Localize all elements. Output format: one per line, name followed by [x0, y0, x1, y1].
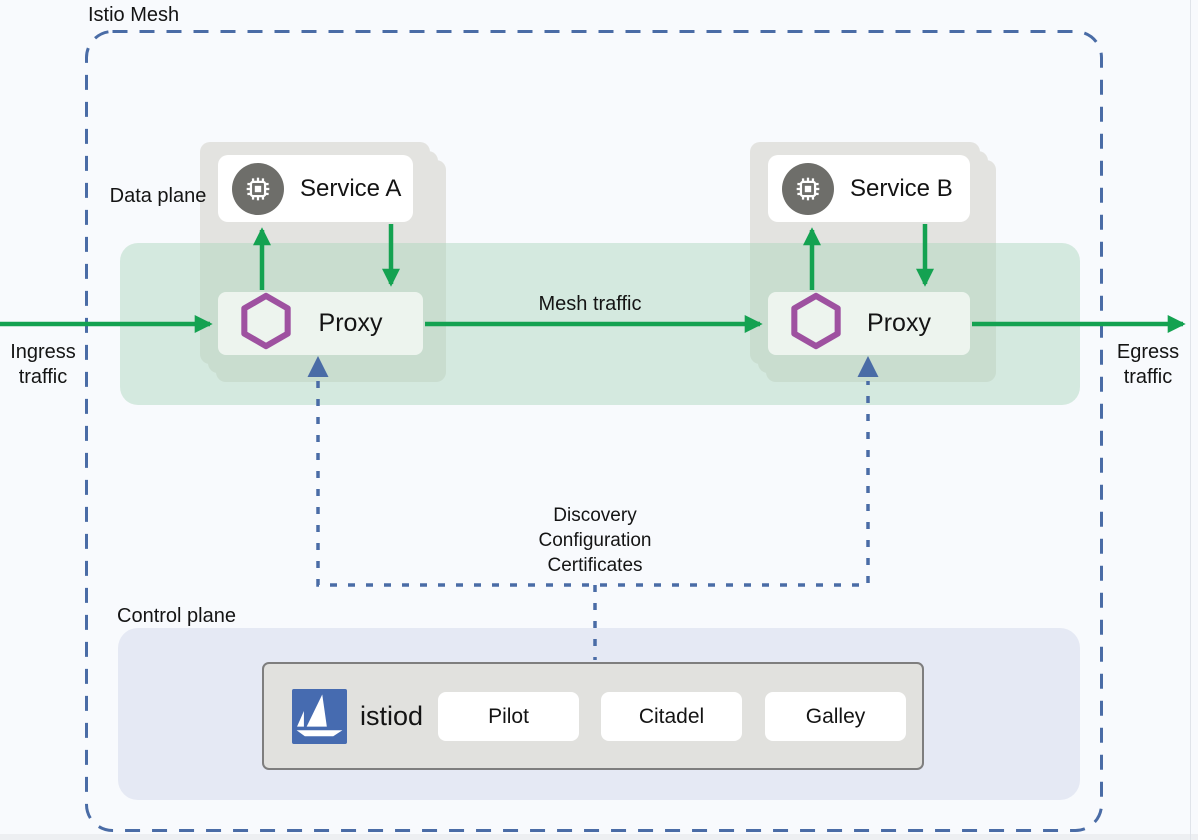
- service-a-card: Service A: [218, 155, 413, 222]
- component-pilot: Pilot: [438, 692, 579, 741]
- istiod-box: istiod Pilot Citadel Galley: [262, 662, 924, 770]
- service-name: Service B: [850, 174, 953, 202]
- hexagon-outline-icon: [790, 291, 842, 356]
- page-bottom-edge: [0, 834, 1198, 840]
- component-citadel: Citadel: [601, 692, 742, 741]
- mesh-title: Istio Mesh: [88, 4, 180, 26]
- istio-sailboat-icon: [292, 689, 347, 749]
- page-right-edge: [1190, 0, 1191, 840]
- hexagon-outline-icon: [240, 291, 292, 356]
- component-galley: Galley: [765, 692, 906, 741]
- control-flow-label: Discovery Configuration Certificates: [495, 503, 695, 578]
- control-plane-label: Control plane: [117, 605, 236, 627]
- egress-traffic-label: Egress traffic: [1116, 341, 1180, 388]
- data-plane-label: Data plane: [109, 185, 207, 207]
- istiod-label: istiod: [360, 700, 424, 731]
- proxy-label: Proxy: [867, 309, 931, 337]
- microchip-icon: [782, 162, 834, 215]
- mesh-traffic-label: Mesh traffic: [538, 293, 642, 315]
- service-b-card: Service B: [768, 155, 970, 222]
- proxy-a-box: Proxy: [218, 292, 423, 355]
- ingress-traffic-label: Ingress traffic: [10, 341, 76, 388]
- proxy-label: Proxy: [318, 309, 383, 337]
- control-flow-line: Certificates: [547, 555, 643, 576]
- proxy-b-box: Proxy: [768, 292, 970, 355]
- control-flow-line: Configuration: [538, 530, 652, 551]
- control-flow-line: Discovery: [553, 505, 637, 526]
- microchip-icon: [232, 162, 284, 215]
- service-name: Service A: [300, 174, 402, 202]
